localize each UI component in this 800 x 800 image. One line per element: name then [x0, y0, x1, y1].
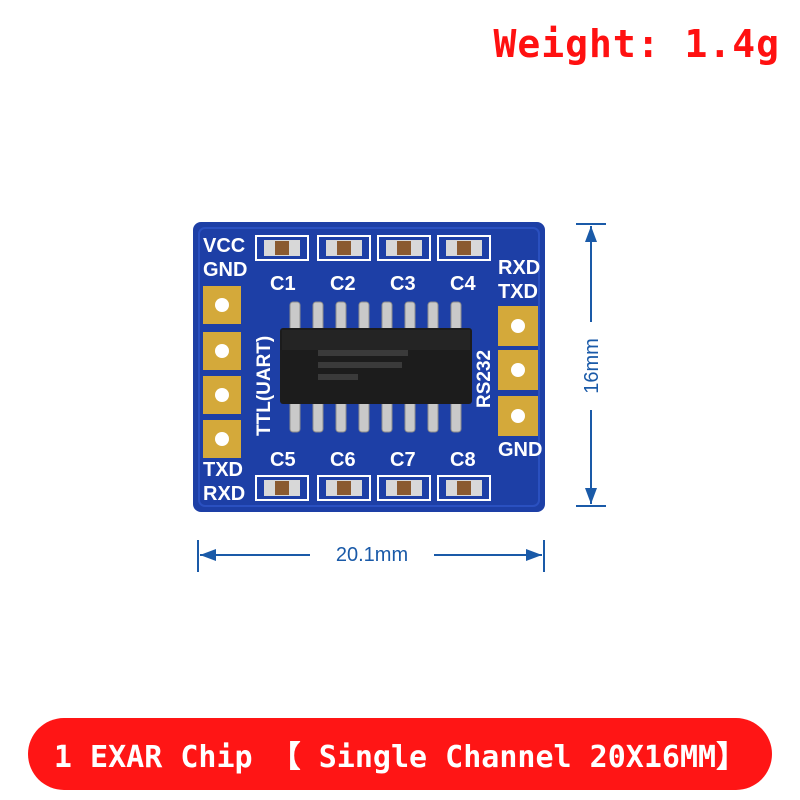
pin-label-rxd-right: RXD: [498, 257, 540, 279]
pin-label-vcc: VCC: [203, 235, 245, 257]
cap-label-c8: C8: [450, 449, 476, 471]
capacitors-bottom: [255, 475, 491, 501]
cap-label-c1: C1: [270, 273, 296, 295]
width-dimension-label: 20.1mm: [336, 544, 408, 566]
capacitors-top: [255, 235, 491, 261]
pin-label-gnd-right: GND: [498, 439, 542, 461]
cap-label-c7: C7: [390, 449, 416, 471]
cap-label-c5: C5: [270, 449, 296, 471]
right-solder-pads: [498, 306, 538, 436]
banner-text: 1 EXAR Chip 【 Single Channel 20X16MM】: [53, 740, 747, 775]
weight-label: Weight: 1.4g: [493, 22, 780, 66]
left-solder-pads: [203, 286, 241, 458]
pin-label-gnd-left: GND: [203, 259, 247, 281]
cap-label-c6: C6: [330, 449, 356, 471]
cap-label-c2: C2: [330, 273, 356, 295]
height-dimension: [576, 223, 606, 507]
cap-label-c4: C4: [450, 273, 476, 295]
cap-label-c3: C3: [390, 273, 416, 295]
product-banner: 1 EXAR Chip 【 Single Channel 20X16MM】: [28, 718, 772, 790]
ttl-uart-label: TTL(UART): [254, 336, 275, 436]
chip-pins-top: [289, 301, 462, 333]
height-dimension-label: 16mm: [581, 338, 603, 394]
pin-label-txd-left: TXD: [203, 459, 243, 481]
width-dimension: [197, 540, 545, 572]
rs232-label: RS232: [474, 350, 495, 408]
pin-label-txd-right: TXD: [498, 281, 538, 303]
pin-label-rxd-left: RXD: [203, 483, 245, 505]
